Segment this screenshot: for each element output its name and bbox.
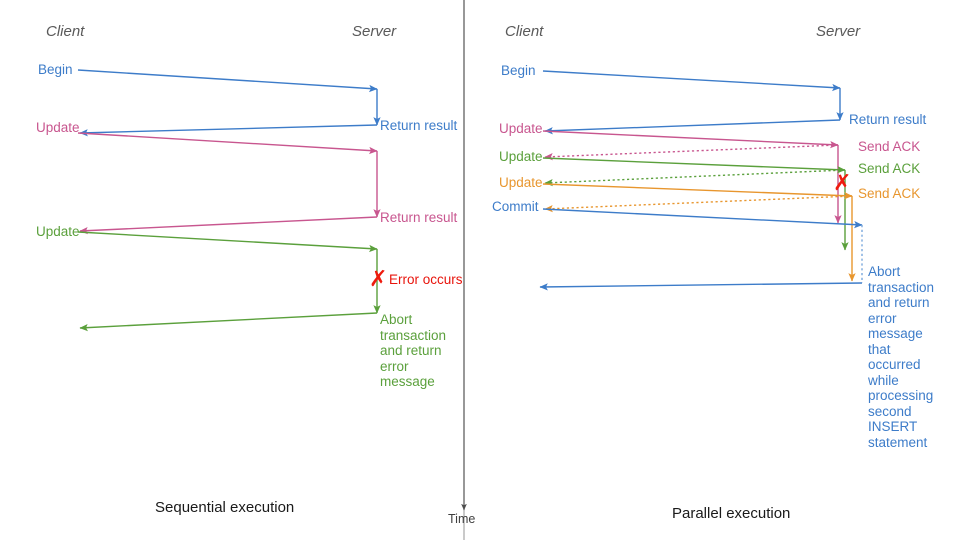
text-line: and return — [868, 295, 930, 310]
sequential-return-result-arrow-2 — [79, 216, 378, 235]
parallel-send-ack-arrow-3 — [544, 195, 853, 213]
parallel-begin-request-arrow — [542, 70, 841, 92]
parallel-begin-label: Begin — [501, 63, 536, 78]
sequential-update-request-arrow-2 — [77, 231, 378, 253]
text-line: statement — [868, 434, 928, 450]
sequential-abort-return-arrow — [79, 312, 378, 332]
text-line: and return — [380, 343, 442, 358]
text-line: error message — [380, 358, 435, 390]
parallel-client-header: Client — [505, 23, 544, 40]
sequential-begin-label: Begin — [38, 62, 73, 77]
sequential-return-result-1: Return result — [380, 118, 458, 133]
parallel-update-request-arrow-1 — [542, 130, 839, 149]
parallel-send-ack-arrow-1 — [544, 144, 839, 161]
parallel-send-ack-arrow-2 — [544, 169, 846, 187]
parallel-update-request-arrow-2 — [542, 157, 846, 174]
parallel-send-ack-3: Send ACK — [858, 186, 921, 201]
sequential-caption: Sequential execution — [155, 499, 295, 516]
text-line: second — [868, 403, 912, 419]
parallel-update-label-3: Update — [499, 175, 543, 190]
parallel-update-request-arrow-3 — [542, 183, 853, 200]
sequential-update-request-arrow-1 — [77, 132, 378, 155]
text-line: transaction — [380, 327, 447, 343]
parallel-commit-label: Commit — [492, 199, 539, 214]
panel-sequential — [77, 69, 381, 332]
sequential-update-label-1: Update — [36, 120, 80, 135]
text-line: INSERT — [868, 419, 918, 434]
parallel-abort-return-arrow — [539, 282, 863, 291]
parallel-server-header: Server — [816, 23, 861, 40]
sequential-client-header: Client — [46, 23, 85, 40]
parallel-return-result: Return result — [849, 112, 927, 127]
parallel-commit-request-arrow — [542, 208, 863, 229]
parallel-return-result-arrow — [544, 119, 841, 135]
panel-parallel — [539, 70, 863, 291]
parallel-send-ack-2: Send ACK — [858, 161, 921, 176]
sequential-server-header: Server — [352, 23, 397, 40]
parallel-send-ack-1: Send ACK — [858, 139, 921, 154]
text-line: while — [868, 372, 899, 388]
text-line: that occurred — [868, 341, 921, 373]
sequential-error-occurs-label: Error occurs — [389, 272, 463, 287]
sequential-return-result-2: Return result — [380, 210, 458, 225]
sequential-error-x-mark: ✗ — [369, 266, 388, 291]
text-line: error message — [868, 310, 923, 342]
sequential-begin-request-arrow — [77, 69, 378, 93]
parallel-error-x-mark: ✗ — [833, 170, 852, 195]
time-axis-label: Time — [448, 512, 476, 526]
text-line: Abort — [380, 312, 413, 327]
sequential-return-result-arrow-1 — [79, 124, 378, 137]
parallel-update-label-2: Update — [499, 149, 543, 164]
parallel-update-label-1: Update — [499, 121, 543, 136]
text-line: transaction — [868, 279, 935, 295]
sequential-update-label-2: Update — [36, 224, 80, 239]
parallel-caption: Parallel execution — [672, 505, 791, 522]
text-line: processing — [868, 388, 934, 403]
text-line: Abort — [868, 264, 901, 279]
